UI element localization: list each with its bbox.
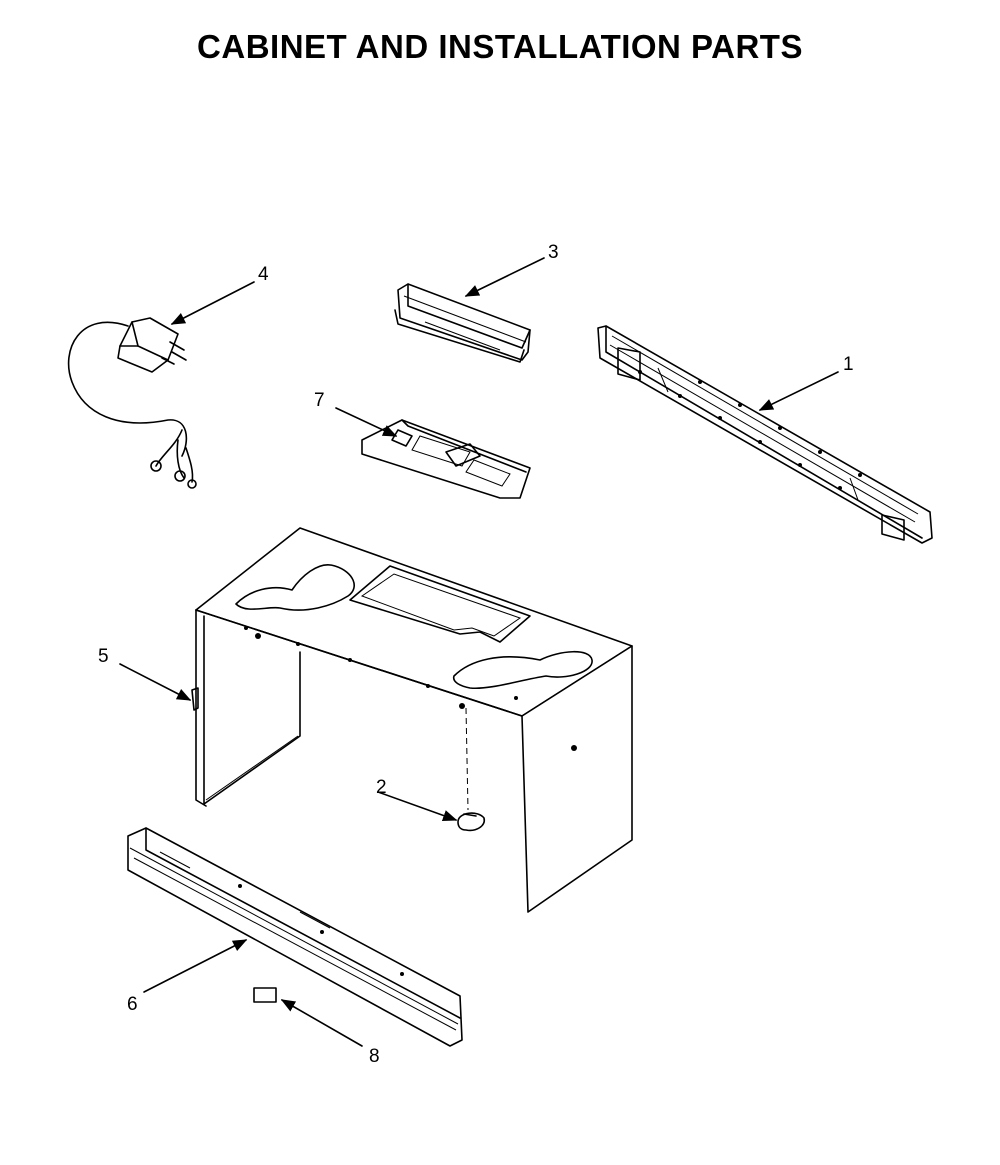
leader-6 bbox=[143, 939, 248, 993]
diagram-title: CABINET AND INSTALLATION PARTS bbox=[197, 28, 803, 65]
part-5-cabinet bbox=[191, 527, 633, 913]
leader-4 bbox=[170, 281, 255, 325]
callout-6: 6 bbox=[127, 994, 138, 1015]
part-4-power-cord bbox=[67, 317, 197, 489]
callout-3: 3 bbox=[548, 242, 559, 263]
leader-5 bbox=[119, 663, 192, 701]
leader-8 bbox=[280, 999, 363, 1047]
leader-2 bbox=[377, 791, 458, 822]
leader-7 bbox=[335, 407, 398, 437]
callout-4: 4 bbox=[258, 264, 269, 285]
leader-lines bbox=[119, 257, 839, 1047]
part-1-mounting-rail bbox=[597, 325, 933, 544]
callout-7: 7 bbox=[314, 390, 325, 411]
callout-1: 1 bbox=[843, 354, 854, 375]
callout-5: 5 bbox=[98, 646, 109, 667]
callout-8: 8 bbox=[369, 1046, 380, 1067]
callout-2: 2 bbox=[376, 777, 387, 798]
leader-1 bbox=[758, 371, 839, 411]
part-8-label bbox=[253, 987, 277, 1003]
part-3-vent-damper bbox=[394, 283, 531, 363]
leader-3 bbox=[464, 257, 545, 297]
part-6-bottom-rail bbox=[127, 827, 463, 1047]
part-2-clip bbox=[457, 707, 486, 832]
part-7-bracket-plate bbox=[361, 419, 531, 499]
